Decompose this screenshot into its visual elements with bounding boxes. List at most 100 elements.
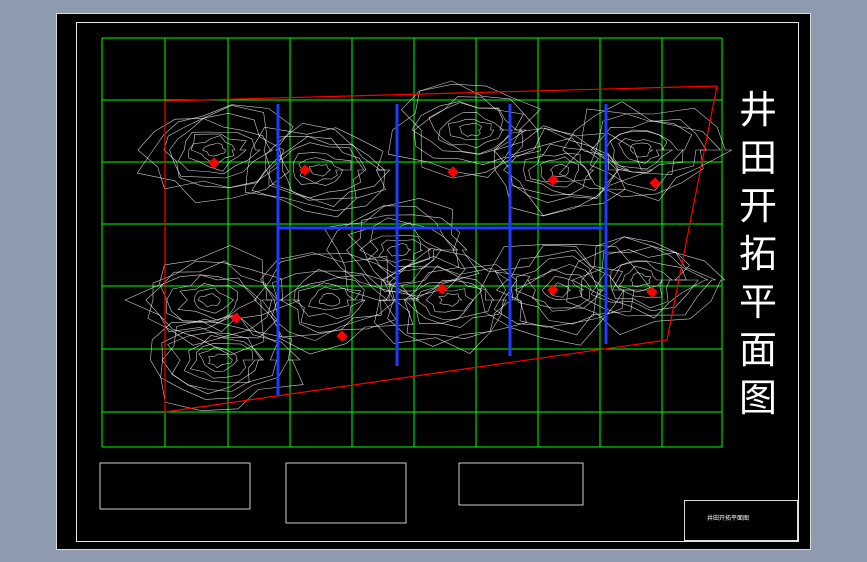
panel-markers [208, 157, 661, 342]
panel-marker [208, 157, 220, 169]
title-char: 平 [738, 280, 777, 324]
panel-marker [299, 164, 311, 176]
contour-line [177, 283, 238, 321]
title-char: 开 [738, 184, 777, 228]
contour-line [178, 131, 261, 175]
main-roadways [276, 104, 608, 395]
title-char: 面 [738, 328, 777, 372]
title-char: 图 [738, 376, 777, 420]
contour-line [581, 236, 717, 317]
contour-line [150, 314, 304, 412]
mine-field-boundary [164, 85, 718, 413]
contour-line [166, 274, 258, 324]
contour-line [268, 135, 391, 207]
contour-line [479, 244, 653, 346]
contour-line [292, 152, 352, 186]
contour-line [167, 331, 263, 395]
contour-line [367, 234, 432, 268]
title-block-drawing-name: 井田开拓平面图 [707, 515, 750, 522]
contour-line [161, 318, 278, 392]
contour-line [590, 120, 693, 175]
contour-line [411, 101, 527, 155]
contour-line [562, 101, 722, 198]
contour-line [523, 143, 599, 196]
drawing-title: 井 田 开 拓 平 面 图 [733, 86, 783, 422]
contour-line [319, 292, 341, 307]
contour-line [208, 353, 234, 369]
contour-line [558, 107, 733, 202]
contour-line [515, 255, 607, 325]
panel-marker [447, 166, 459, 178]
title-char: 拓 [738, 232, 777, 276]
panel-marker [336, 330, 348, 342]
contour-line [147, 260, 283, 346]
contour-line [447, 118, 495, 141]
contour-line [251, 122, 387, 218]
panel-marker [646, 286, 658, 298]
contour-line [266, 136, 367, 201]
contour-line [400, 83, 542, 179]
contour-line [604, 130, 684, 173]
contour-line [307, 286, 356, 311]
contour-line [281, 142, 365, 199]
contour-line [413, 96, 524, 166]
contour-line [346, 214, 461, 292]
contour-line [244, 126, 386, 212]
boundary-line [164, 85, 718, 413]
title-char: 井 [738, 88, 777, 132]
contour-line [514, 264, 604, 309]
contour-line [308, 164, 332, 177]
contour-line [160, 313, 301, 400]
contour-line [145, 260, 273, 338]
contour-line [400, 265, 507, 328]
panel-marker [547, 174, 559, 186]
contour-line [254, 253, 397, 338]
contour-line [359, 222, 443, 273]
contour-line [549, 163, 569, 177]
title-char: 田 [738, 136, 777, 180]
contour-line [539, 156, 580, 183]
contour-line [589, 113, 707, 191]
contour-line [618, 138, 665, 164]
contour-line [188, 133, 247, 172]
contour-line [386, 243, 412, 257]
contour-line [189, 342, 254, 379]
contour-line [271, 270, 398, 341]
contour-line [190, 135, 236, 163]
contour-line [618, 265, 663, 293]
panel-marker [649, 177, 661, 189]
contour-line [508, 137, 619, 198]
contour-line [280, 268, 389, 334]
contour-line [193, 287, 234, 314]
contour-line [202, 142, 226, 157]
panel-marker [547, 284, 559, 296]
contour-line [389, 266, 514, 340]
drawing-sheet [56, 13, 811, 550]
legend-table [99, 462, 251, 510]
coordinate-grid [101, 37, 723, 448]
contour-line [159, 274, 262, 333]
contour-line [183, 335, 265, 383]
contour-line [609, 129, 674, 170]
drawing-frame [76, 22, 799, 542]
contour-line [260, 252, 420, 355]
contour-line [137, 104, 270, 190]
contour-line [630, 142, 654, 158]
contour-line [612, 261, 673, 298]
contour-line [541, 275, 584, 301]
contour-line [493, 127, 626, 216]
legend-table [458, 462, 584, 506]
contour-line [566, 236, 726, 335]
contour-line [298, 157, 344, 184]
panel-marker [436, 283, 448, 295]
contour-line [571, 246, 709, 319]
contour-line [459, 123, 482, 137]
contour-line [198, 346, 239, 373]
contour-line [425, 288, 475, 313]
contour-line [378, 239, 423, 263]
contour-line [136, 104, 294, 204]
legend-tables [99, 462, 584, 524]
contour-lines [124, 80, 733, 412]
contour-line [297, 282, 365, 320]
